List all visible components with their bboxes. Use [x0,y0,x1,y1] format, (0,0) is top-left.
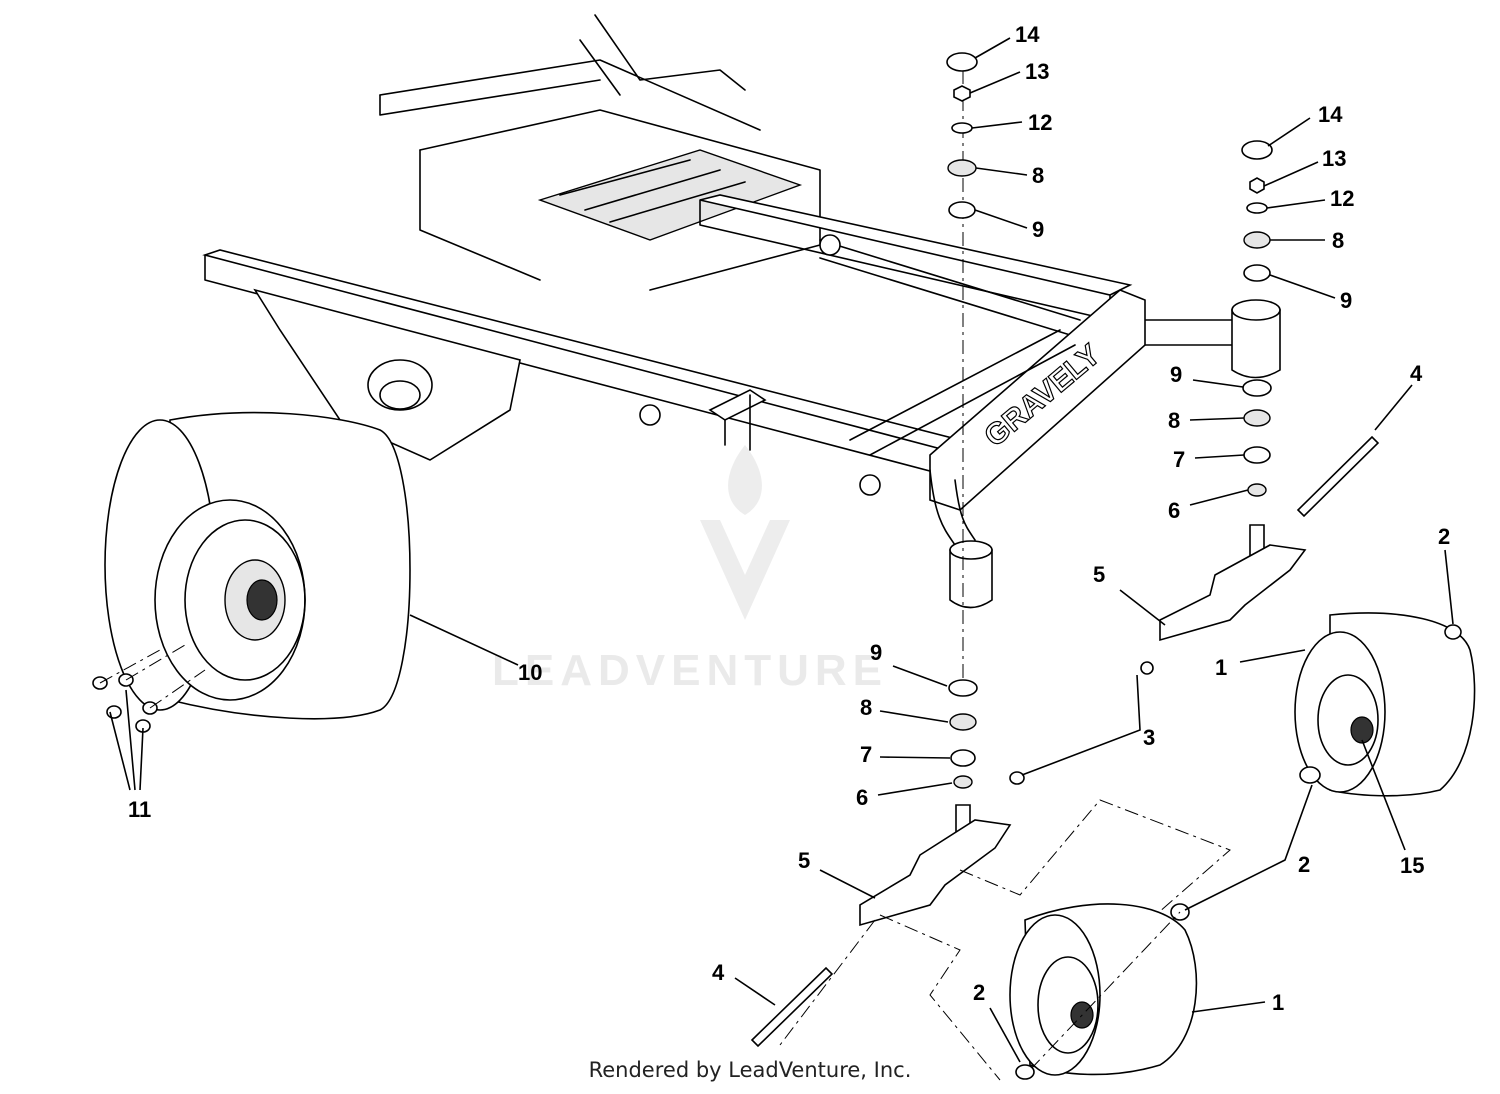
callout-6: 6 [856,785,868,810]
callout-2: 2 [1438,524,1450,549]
callout-8: 8 [1168,408,1180,433]
callout-5: 5 [798,848,810,873]
lock-nut [1009,771,1025,785]
callout-3: 3 [1143,725,1155,750]
callout-9: 9 [870,640,882,665]
callout-13: 13 [1322,146,1346,171]
callout-9: 9 [1170,362,1182,387]
caster-fork-left [779,799,1231,1081]
race [948,201,976,219]
axle-bolt-left [750,966,834,1048]
callout-10: 10 [518,660,542,685]
leader-lines [109,37,1454,1063]
callout-8: 8 [1032,163,1044,188]
bearing-stack-upper-right [1241,140,1273,282]
washer [951,122,973,134]
bearing [947,159,977,177]
callout-1: 1 [1272,990,1284,1015]
callout-8: 8 [1332,228,1344,253]
callout-12: 12 [1330,186,1354,211]
wheel-spacer [1299,766,1321,784]
callout-14: 14 [1318,102,1343,127]
callout-1: 1 [1215,655,1227,680]
grease-fitting [1140,661,1154,675]
callout-2: 2 [1298,852,1310,877]
callout-labels: 14 13 12 8 9 14 13 12 8 9 9 8 7 6 4 2 5 … [128,22,1450,1015]
right-caster-mount [1231,299,1281,379]
callout-8: 8 [860,695,872,720]
callout-5: 5 [1093,562,1105,587]
bearing-stack-upper-left [946,52,978,690]
callout-9: 9 [1340,288,1352,313]
rear-wheel [104,411,411,720]
callout-9: 9 [1032,217,1044,242]
callout-11: 11 [128,797,151,822]
watermark-text: LEADVENTURE [492,646,888,695]
wheel-spacer-bottom [1015,1064,1035,1080]
callout-12: 12 [1028,110,1052,135]
render-credit: Rendered by LeadVenture, Inc. [588,1058,912,1082]
callout-7: 7 [1173,447,1185,472]
caster-wheel-left [1009,903,1198,1076]
callout-4: 4 [712,960,725,985]
bearing-stack-right-lower [1242,379,1272,497]
callout-2: 2 [973,980,985,1005]
callout-13: 13 [1025,59,1049,84]
bearing-stack-left-lower [948,679,978,789]
dust-cap [946,52,978,72]
callout-7: 7 [860,742,872,767]
axle-bolt-right [1296,435,1380,518]
callout-4: 4 [1410,361,1423,386]
lug-nuts [92,644,206,733]
nut [953,85,971,102]
watermark-logo [700,445,790,620]
caster-wheel-right [1294,612,1476,797]
callout-14: 14 [1015,22,1040,47]
callout-15: 15 [1400,853,1424,878]
caster-fork-right [1159,524,1307,642]
callout-6: 6 [1168,498,1180,523]
left-caster-mount [949,540,993,609]
